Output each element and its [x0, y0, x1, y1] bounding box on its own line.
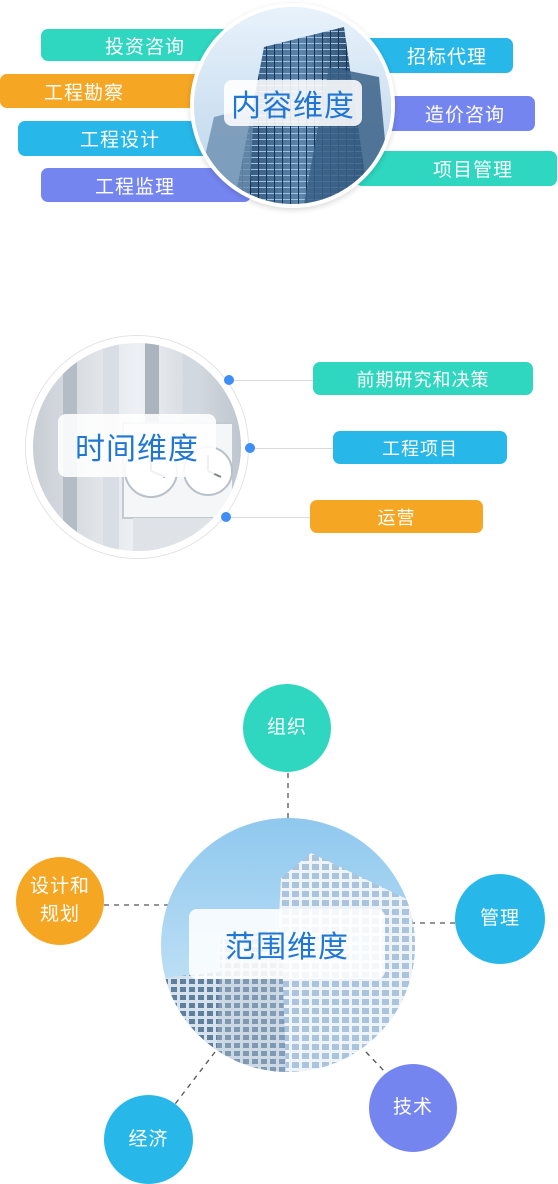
time-dimension-title: 时间维度	[58, 414, 216, 477]
content-item-label: 工程监理	[95, 175, 176, 198]
time-item-operation[interactable]: 运营	[310, 500, 483, 533]
scope-node-economy[interactable]: 经济	[104, 1095, 193, 1184]
content-item-engineering-design[interactable]: 工程设计	[18, 121, 216, 156]
content-item-label: 造价咨询	[424, 104, 505, 126]
content-item-label: 招标代理	[406, 46, 487, 68]
connector-dot	[245, 443, 255, 453]
time-item-label: 工程项目	[382, 438, 458, 460]
content-item-engineering-survey[interactable]: 工程勘察	[0, 74, 210, 108]
connector-line	[230, 517, 312, 518]
scope-node-label: 管理	[479, 907, 520, 930]
scope-node-design-planning[interactable]: 设计和 规划	[16, 857, 104, 945]
content-item-cost-consulting[interactable]: 造价咨询	[370, 96, 535, 131]
time-item-early-research[interactable]: 前期研究和决策	[313, 362, 533, 395]
content-item-label: 工程设计	[80, 129, 161, 151]
scope-dimension-title: 范围维度	[189, 909, 385, 979]
content-item-label: 项目管理	[432, 159, 513, 181]
content-dimension-title: 内容维度	[224, 80, 362, 126]
scope-node-organization[interactable]: 组织	[243, 684, 331, 772]
scope-node-management[interactable]: 管理	[455, 874, 545, 964]
connector-dot	[224, 375, 234, 385]
content-item-project-management[interactable]: 项目管理	[355, 151, 557, 186]
scope-node-label: 组织	[266, 716, 307, 739]
scope-node-label-line2: 规划	[39, 903, 80, 925]
content-item-label: 工程勘察	[44, 81, 125, 104]
connector-line	[253, 448, 335, 449]
time-item-label: 运营	[377, 507, 416, 529]
time-item-engineering-project[interactable]: 工程项目	[333, 431, 507, 464]
scope-node-technology[interactable]: 技术	[369, 1064, 457, 1152]
scope-node-label: 技术	[392, 1096, 433, 1119]
connector-line	[233, 380, 315, 381]
scope-node-label: 经济	[128, 1127, 169, 1150]
time-item-label: 前期研究和决策	[356, 369, 490, 391]
scope-node-label-line1: 设计和	[29, 875, 90, 898]
connector-dot	[221, 512, 231, 522]
content-item-label: 投资咨询	[104, 35, 185, 58]
